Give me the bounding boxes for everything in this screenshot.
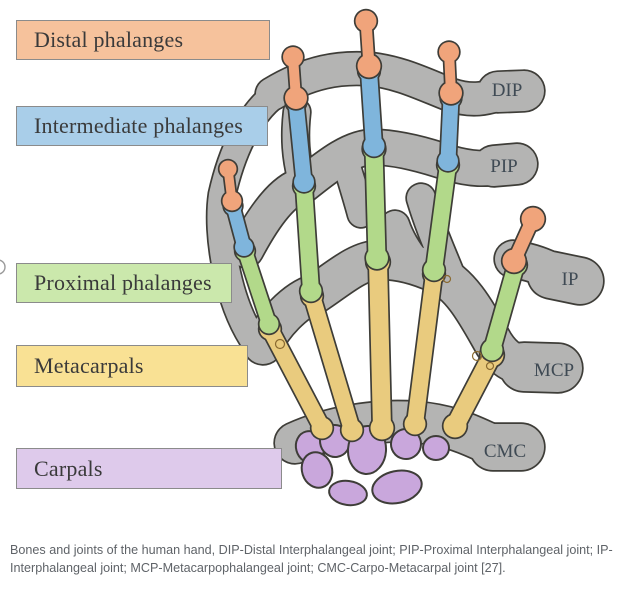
joint-label-dip: DIP <box>492 80 523 101</box>
proximal-phalanx-bones <box>233 136 529 363</box>
hand-skeleton-illustration: DIP PIP IP MCP CMC <box>0 8 605 507</box>
joint-label-mcp: MCP <box>534 360 574 381</box>
left-edge-artifact <box>0 259 6 275</box>
joint-label-cmc: CMC <box>484 441 526 462</box>
joint-label-pip: PIP <box>490 156 517 177</box>
joint-label-ip: IP <box>562 269 579 290</box>
hand-generated-layers <box>205 8 605 507</box>
hand-bones-figure: DIP PIP IP MCP CMC Distal phalanges Inte… <box>0 8 605 507</box>
distal-phalanx-bones <box>217 8 547 275</box>
foramina-details <box>274 274 495 371</box>
figure-caption: Bones and joints of the human hand, DIP-… <box>10 543 613 576</box>
